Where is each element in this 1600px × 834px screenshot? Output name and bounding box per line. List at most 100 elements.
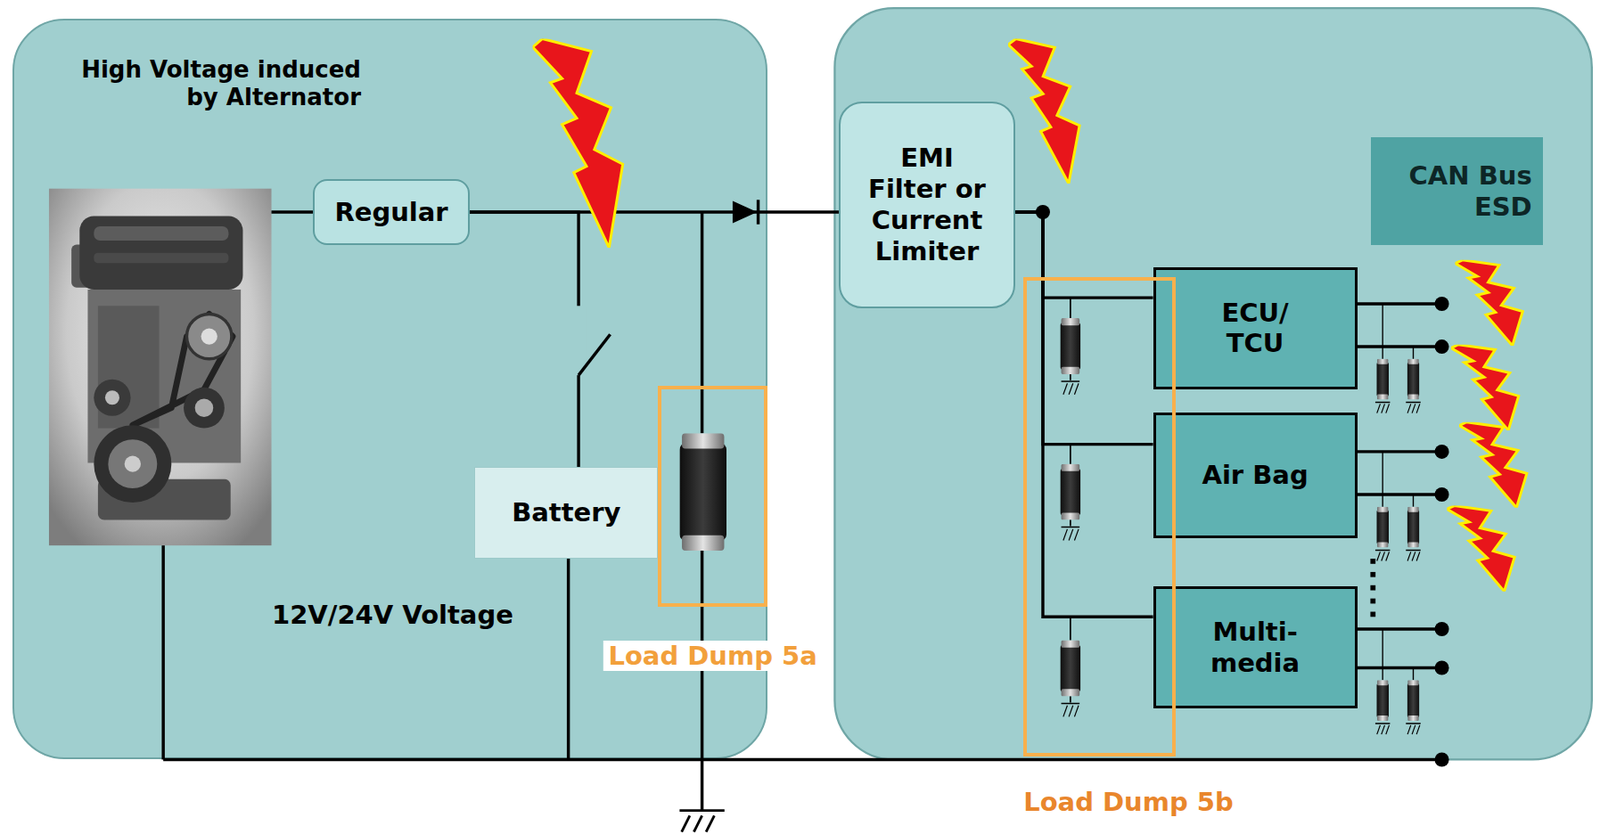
engine-picture bbox=[195, 398, 214, 418]
can-bus-lines bbox=[1405, 402, 1420, 414]
power-wires bbox=[566, 558, 570, 760]
engine-picture bbox=[49, 188, 272, 546]
ellipsis-dots bbox=[1370, 598, 1376, 605]
voltage-label: 12V/24V Voltage bbox=[271, 599, 514, 632]
engine-picture bbox=[186, 313, 231, 359]
power-wires bbox=[271, 210, 314, 214]
varistor-group bbox=[1069, 374, 1072, 381]
can-bus-lines bbox=[1405, 723, 1420, 735]
can-bus-lines bbox=[1357, 627, 1440, 631]
engine-picture bbox=[93, 253, 229, 263]
lightning-bolt bbox=[1451, 344, 1519, 431]
can-bus-lines bbox=[1407, 359, 1420, 401]
ground-symbol bbox=[679, 811, 724, 833]
multimedia-box: Multi- media bbox=[1153, 586, 1358, 709]
load-dump-frame: Load Dump 5b bbox=[1023, 277, 1176, 757]
battery-box: Battery bbox=[474, 467, 658, 559]
can-bus-lines bbox=[1375, 549, 1390, 561]
can-bus-lines bbox=[1405, 549, 1420, 561]
can-bus-lines bbox=[1381, 629, 1383, 681]
can-bus-lines bbox=[1407, 680, 1420, 722]
box-label: ECU/ TCU bbox=[1206, 297, 1305, 361]
engine-picture bbox=[107, 439, 157, 489]
can-bus-lines bbox=[1357, 450, 1440, 453]
box-label: Air Bag bbox=[1201, 459, 1308, 492]
airbag-box: Air Bag bbox=[1153, 412, 1358, 539]
varistor-group bbox=[1069, 444, 1072, 465]
varistor-symbol bbox=[679, 433, 727, 551]
lightning-bolt bbox=[1459, 422, 1527, 509]
varistor-group bbox=[1059, 297, 1081, 717]
label-slot: Load Dump 5a bbox=[602, 640, 822, 673]
box-label: Regular bbox=[334, 196, 448, 229]
terminal-dot bbox=[1435, 752, 1450, 767]
varistor-group bbox=[1069, 297, 1072, 319]
power-wires bbox=[700, 212, 704, 434]
regulator-box: Regular bbox=[312, 179, 469, 245]
can-bus-lines bbox=[1357, 303, 1440, 668]
ellipsis-dots bbox=[1370, 612, 1376, 618]
esd-box: CAN Bus ESD bbox=[1370, 137, 1543, 245]
can-bus-lines bbox=[1407, 507, 1420, 549]
ellipsis-dots bbox=[1370, 572, 1376, 578]
lightning-bolt bbox=[1008, 38, 1080, 183]
ground-symbol bbox=[681, 815, 690, 832]
label-slot: High Voltage induced by Alternator bbox=[62, 56, 362, 112]
can-bus-lines bbox=[1435, 660, 1450, 675]
varistor-group bbox=[1061, 704, 1081, 718]
box-label: Battery bbox=[511, 497, 621, 529]
varistor-group bbox=[1059, 318, 1081, 375]
power-wires bbox=[700, 550, 704, 812]
panel-heading: High Voltage induced by Alternator bbox=[62, 56, 362, 112]
box-label: EMI Filter or Current Limiter bbox=[861, 142, 993, 267]
can-bus-lines bbox=[1435, 339, 1450, 354]
can-bus-lines bbox=[1375, 723, 1390, 735]
varistor-group bbox=[1059, 464, 1081, 521]
ground-symbol bbox=[679, 809, 724, 813]
can-bus-lines bbox=[1435, 444, 1450, 460]
engine-picture bbox=[105, 390, 120, 405]
power-wires bbox=[163, 758, 1439, 762]
can-bus-lines bbox=[1381, 451, 1383, 508]
module-panel bbox=[834, 8, 1592, 760]
engine-picture bbox=[49, 188, 272, 546]
ellipsis-dots bbox=[1370, 585, 1376, 591]
varistor-group bbox=[1061, 527, 1081, 542]
emi-filter-box: EMI Filter or Current Limiter bbox=[838, 101, 1016, 308]
ellipsis-dots bbox=[1370, 558, 1376, 617]
ground-symbol bbox=[693, 815, 702, 832]
can-bus-lines bbox=[1357, 344, 1440, 348]
engine-picture bbox=[183, 387, 225, 429]
ellipsis-dots bbox=[1370, 558, 1376, 565]
can-bus-lines bbox=[1375, 402, 1390, 414]
load-dump-frame: Load Dump 5a bbox=[657, 385, 767, 608]
varistor-group bbox=[1069, 520, 1072, 527]
engine-picture bbox=[79, 216, 243, 290]
can-bus-lines bbox=[1435, 487, 1450, 502]
box-label: CAN Bus ESD bbox=[1385, 160, 1533, 223]
lightning-bolt bbox=[1454, 260, 1523, 346]
switch-symbol bbox=[570, 305, 587, 376]
can-bus-lines bbox=[1357, 296, 1450, 735]
varistor-group bbox=[1059, 640, 1081, 698]
label-slot: Load Dump 5b bbox=[1023, 787, 1234, 819]
load-dump-label: Load Dump 5b bbox=[1023, 787, 1234, 819]
can-bus-lines bbox=[1376, 680, 1389, 722]
engine-picture bbox=[93, 379, 131, 417]
engine-picture bbox=[201, 328, 218, 345]
ground-symbol bbox=[705, 815, 714, 832]
wire bbox=[1015, 212, 1154, 298]
engine-picture bbox=[124, 455, 141, 472]
varistor-group bbox=[1069, 697, 1072, 704]
varistor-group bbox=[1069, 616, 1072, 640]
can-bus-lines bbox=[1376, 507, 1389, 549]
diode-symbol bbox=[756, 199, 760, 224]
engine-picture bbox=[93, 226, 229, 241]
can-bus-lines bbox=[1435, 296, 1450, 312]
can-bus-lines bbox=[1381, 303, 1383, 360]
can-bus-lines bbox=[1357, 492, 1440, 496]
load-dump-label: Load Dump 5a bbox=[602, 640, 822, 673]
box-label: Multi- media bbox=[1201, 616, 1309, 680]
wire bbox=[1015, 212, 1154, 445]
